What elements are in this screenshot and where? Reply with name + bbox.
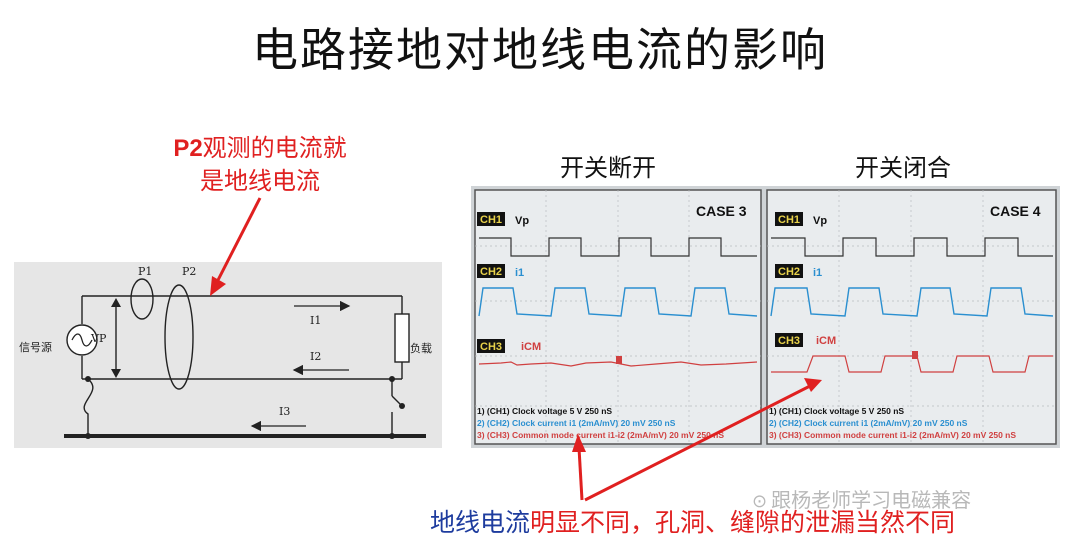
- probe-p2-label: P2: [182, 265, 196, 278]
- p2-annotation-line1: 观测的电流就: [202, 134, 347, 162]
- probe-p2-icon: [164, 284, 194, 390]
- source-label: 信号源: [19, 340, 52, 354]
- ch1-trace: [771, 237, 1053, 257]
- legend-line2: 2) (CH2) Clock current i1 (2mA/mV) 20 mV…: [477, 418, 676, 428]
- conclusion-red: 明显不同，孔洞、缝隙的泄漏当然不同: [530, 508, 956, 537]
- watermark-text: 跟杨老师学习电磁兼容: [771, 488, 972, 512]
- probe-p1-label: P1: [138, 265, 152, 278]
- ch1-name: Vp: [515, 215, 529, 227]
- legend-line1: 1) (CH1) Clock voltage 5 V 250 nS: [769, 406, 904, 416]
- case3-pointer-arrow: [577, 447, 584, 501]
- scope-case3: CH1 Vp CH2 i1 CH3 iCM CASE 3 1) (CH1) Cl…: [474, 189, 762, 445]
- caption-switch-open: 开关断开: [560, 154, 656, 182]
- legend-line3: 3) (CH3) Common mode current i1-i2 (2mA/…: [769, 430, 1016, 440]
- ch3-trace: [478, 361, 758, 367]
- conclusion-text: 地线电流明显不同，孔洞、缝隙的泄漏当然不同: [430, 503, 955, 539]
- ch3-tag: CH3: [778, 335, 800, 347]
- circuit-diagram: 信号源 负载 VP P1 P2 I1 I2 I3: [14, 262, 442, 448]
- ch1-trace: [479, 237, 757, 257]
- ch2-trace: [478, 287, 758, 317]
- load-resistor-icon: [394, 313, 410, 363]
- conclusion-blue: 地线电流: [430, 508, 531, 537]
- load-label: 负载: [410, 341, 432, 355]
- ch2-tag: CH2: [778, 266, 800, 278]
- current-i1-label: I1: [310, 314, 321, 327]
- p2-annotation-line2: 是地线电流: [200, 167, 320, 195]
- legend-line3: 3) (CH3) Common mode current i1-i2 (2mA/…: [477, 430, 724, 440]
- ch2-name: i1: [515, 267, 524, 279]
- ch3-name: iCM: [816, 335, 836, 347]
- scope-case4: CH1 Vp CH2 i1 CH3 iCM CASE 4 1) (CH1) Cl…: [766, 189, 1057, 445]
- probe-p1-icon: [130, 278, 154, 320]
- p2-annotation-probe: P2: [173, 135, 203, 162]
- vp-label: VP: [90, 332, 107, 345]
- p2-annotation: P2观测的电流就 是地线电流: [140, 132, 380, 197]
- caption-switch-closed: 开关闭合: [855, 154, 951, 182]
- page-title: 电路接地对地线电流的影响: [252, 23, 828, 77]
- wechat-icon: ⊙: [752, 491, 768, 512]
- watermark: ⊙跟杨老师学习电磁兼容: [752, 484, 971, 513]
- current-i3-label: I3: [279, 405, 290, 418]
- oscilloscope-panels: CH1 Vp CH2 i1 CH3 iCM CASE 3 1) (CH1) Cl…: [471, 186, 1060, 448]
- ch1-name: Vp: [813, 215, 827, 227]
- current-i2-label: I2: [310, 350, 321, 363]
- oscilloscope-svg: CH1 Vp CH2 i1 CH3 iCM CASE 3 1) (CH1) Cl…: [474, 189, 1057, 445]
- ch3-name: iCM: [521, 341, 541, 353]
- ch2-trace: [770, 287, 1054, 317]
- ch2-tag: CH2: [480, 266, 502, 278]
- ch3-trace: [771, 355, 1053, 373]
- ch1-tag: CH1: [480, 214, 502, 226]
- ch2-name: i1: [813, 267, 822, 279]
- ch1-tag: CH1: [778, 214, 800, 226]
- ch3-tag: CH3: [480, 341, 502, 353]
- legend-line2: 2) (CH2) Clock current i1 (2mA/mV) 20 mV…: [769, 418, 968, 428]
- legend-line1: 1) (CH1) Clock voltage 5 V 250 nS: [477, 406, 612, 416]
- case-label: CASE 4: [990, 203, 1041, 219]
- circuit-svg: 信号源 负载 VP P1 P2 I1 I2 I3: [19, 265, 432, 439]
- case-label: CASE 3: [696, 203, 747, 219]
